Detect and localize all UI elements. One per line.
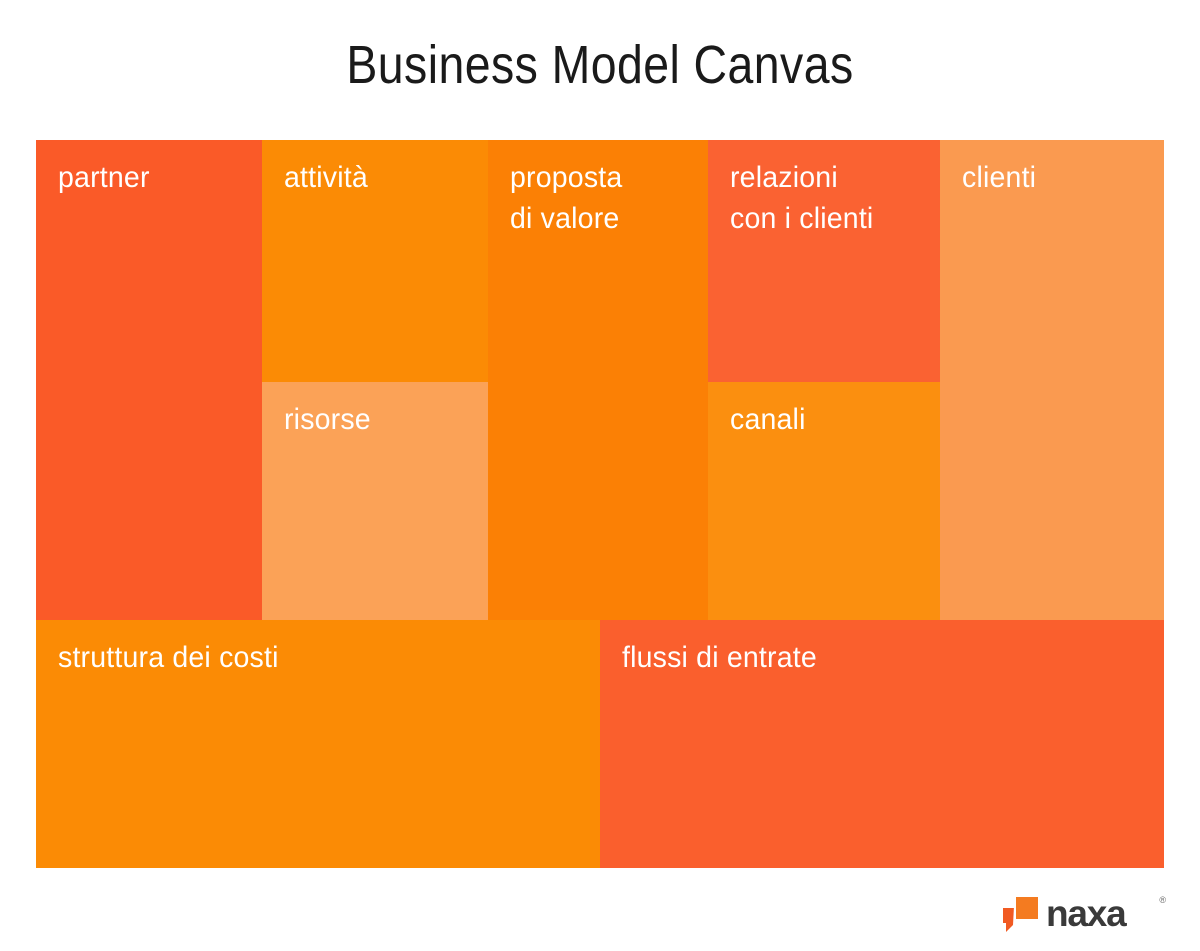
canvas-block-label: proposta di valore [510, 161, 623, 235]
registered-trademark-symbol: ® [1159, 895, 1166, 905]
canvas-block-label: canali [730, 403, 806, 436]
page-title: Business Model Canvas [346, 35, 854, 95]
canvas-block-struttura-dei-costi[interactable]: struttura dei costi [36, 620, 600, 868]
canvas-block-label: clienti [962, 161, 1037, 194]
canvas-grid: partner attività risorse proposta di val… [36, 140, 1164, 868]
canvas-block-canali[interactable]: canali [708, 382, 940, 620]
canvas-block-flussi-di-entrate[interactable]: flussi di entrate [600, 620, 1164, 868]
naxa-wordmark-text: naxa [1046, 893, 1127, 934]
canvas-block-label: partner [58, 161, 150, 194]
naxa-wordmark: naxa [1046, 893, 1127, 935]
canvas-block-label: attività [284, 161, 368, 194]
canvas-block-relazioni-con-i-clienti[interactable]: relazioni con i clienti [708, 140, 940, 382]
canvas-block-attivita[interactable]: attività [262, 140, 488, 382]
naxa-logo-mark-icon [1002, 895, 1042, 935]
canvas-block-label: risorse [284, 403, 371, 436]
canvas-block-label: flussi di entrate [622, 641, 817, 674]
canvas-block-clienti[interactable]: clienti [940, 140, 1164, 620]
canvas-block-label: struttura dei costi [58, 641, 279, 674]
canvas-block-partner[interactable]: partner [36, 140, 262, 620]
naxa-logo[interactable]: naxa ® [1002, 893, 1166, 937]
canvas-block-label: relazioni con i clienti [730, 161, 874, 235]
canvas-block-proposta-di-valore[interactable]: proposta di valore [488, 140, 708, 620]
canvas-block-risorse[interactable]: risorse [262, 382, 488, 620]
